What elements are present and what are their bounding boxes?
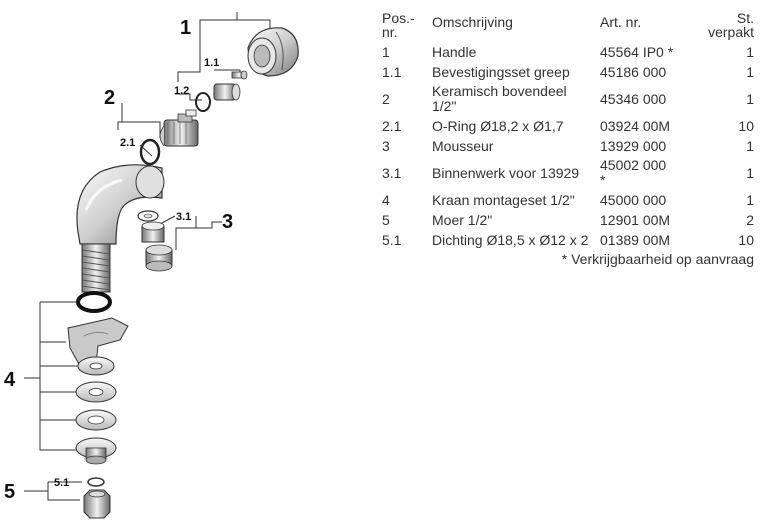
handle-part: [247, 27, 299, 77]
cell-description: Handle: [432, 43, 477, 60]
exploded-parts-diagram: 1 1.1 1.2 2 2.1 3 3.1 4 5 5.1: [4, 12, 299, 519]
cell-description: Dichting Ø18,5 x Ø12 x 2: [432, 231, 589, 248]
header-quantity: St. verpakt: [708, 9, 754, 41]
cell-quantity: 10: [738, 231, 754, 248]
header-article-number: Art. nr.: [600, 13, 642, 30]
header-pos: Pos.- nr.: [382, 9, 415, 41]
table-row: 3 Mousseur 13929 000 1: [382, 136, 754, 156]
cell-quantity: 1: [746, 137, 754, 154]
cell-article-number: 45000 000: [600, 191, 667, 208]
aerator-part: [137, 210, 173, 272]
cell-quantity: 1: [746, 191, 754, 208]
cell-quantity: 10: [738, 117, 754, 134]
callout-5-1: 5.1: [54, 477, 69, 489]
table-row: 5.1 Dichting Ø18,5 x Ø12 x 2 01389 00M 1…: [382, 230, 754, 250]
spindle-adapter-part: [195, 83, 241, 112]
cell-pos: 3: [382, 137, 390, 154]
leader-lines: [24, 12, 271, 501]
header-description: Omschrijving: [432, 13, 513, 30]
cell-description: O-Ring Ø18,2 x Ø1,7: [432, 117, 564, 134]
callout-4: 4: [4, 369, 16, 391]
cell-pos: 1.1: [382, 63, 402, 80]
table-row: 2 Keramisch bovendeel 1/2" 45346 000 1: [382, 82, 754, 116]
cell-pos: 2: [382, 90, 390, 107]
cell-article-number: 03924 00M: [600, 117, 671, 134]
cell-quantity: 1: [746, 164, 754, 181]
table-row: 1.1 Bevestigingsset greep 45186 000 1: [382, 62, 754, 82]
cell-article-number: 01389 00M: [600, 231, 671, 248]
table-header-row: Pos.- nr. Omschrijving Art. nr. St. verp…: [382, 4, 754, 42]
cell-description: Moer 1/2": [432, 211, 493, 228]
callout-2-1: 2.1: [120, 137, 135, 149]
cell-description: Binnenwerk voor 13929: [432, 164, 580, 181]
cell-article-number: 13929 000: [600, 137, 667, 154]
cell-quantity: 2: [746, 211, 754, 228]
callout-1-1: 1.1: [204, 57, 219, 69]
cell-description: Keramisch bovendeel 1/2": [432, 83, 567, 114]
nut-part: [83, 477, 111, 519]
cell-pos: 1: [382, 43, 390, 60]
table-row: 4 Kraan montageset 1/2" 45000 000 1: [382, 190, 754, 210]
callout-1: 1: [180, 17, 191, 39]
callout-3: 3: [222, 211, 233, 233]
handle-fixing-set-part: [231, 70, 248, 80]
cell-quantity: 1: [746, 90, 754, 107]
cell-article-number: 45002 000 *: [600, 157, 667, 188]
callout-2: 2: [104, 87, 115, 109]
cell-pos: 4: [382, 191, 390, 208]
cell-pos: 3.1: [382, 164, 402, 181]
cell-article-number: 45186 000: [600, 63, 667, 80]
cell-pos: 2.1: [382, 117, 402, 134]
cell-article-number: 45346 000: [600, 90, 667, 107]
cell-pos: 5: [382, 211, 390, 228]
cell-article-number: 12901 00M: [600, 211, 671, 228]
cell-article-number: 45564 IP0 *: [600, 43, 674, 60]
mounting-set-part: [67, 291, 129, 465]
ceramic-cartridge-part: [139, 109, 199, 166]
cell-description: Bevestigingsset greep: [432, 63, 570, 80]
availability-footnote: * Verkrijgbaarheid op aanvraag: [561, 251, 754, 267]
table-row: 1 Handle 45564 IP0 * 1: [382, 42, 754, 62]
table-row: 5 Moer 1/2" 12901 00M 2: [382, 210, 754, 230]
cell-description: Mousseur: [432, 137, 494, 154]
cell-description: Kraan montageset 1/2": [432, 191, 575, 208]
parts-list-table: Pos.- nr. Omschrijving Art. nr. St. verp…: [382, 4, 754, 267]
table-row: 3.1 Binnenwerk voor 13929 45002 000 * 1: [382, 156, 754, 190]
cell-pos: 5.1: [382, 231, 402, 248]
callout-5: 5: [4, 481, 15, 503]
callout-3-1: 3.1: [176, 211, 191, 223]
table-row: 2.1 O-Ring Ø18,2 x Ø1,7 03924 00M 10: [382, 116, 754, 136]
cell-quantity: 1: [746, 63, 754, 80]
callout-1-2: 1.2: [174, 85, 189, 97]
cell-quantity: 1: [746, 43, 754, 60]
